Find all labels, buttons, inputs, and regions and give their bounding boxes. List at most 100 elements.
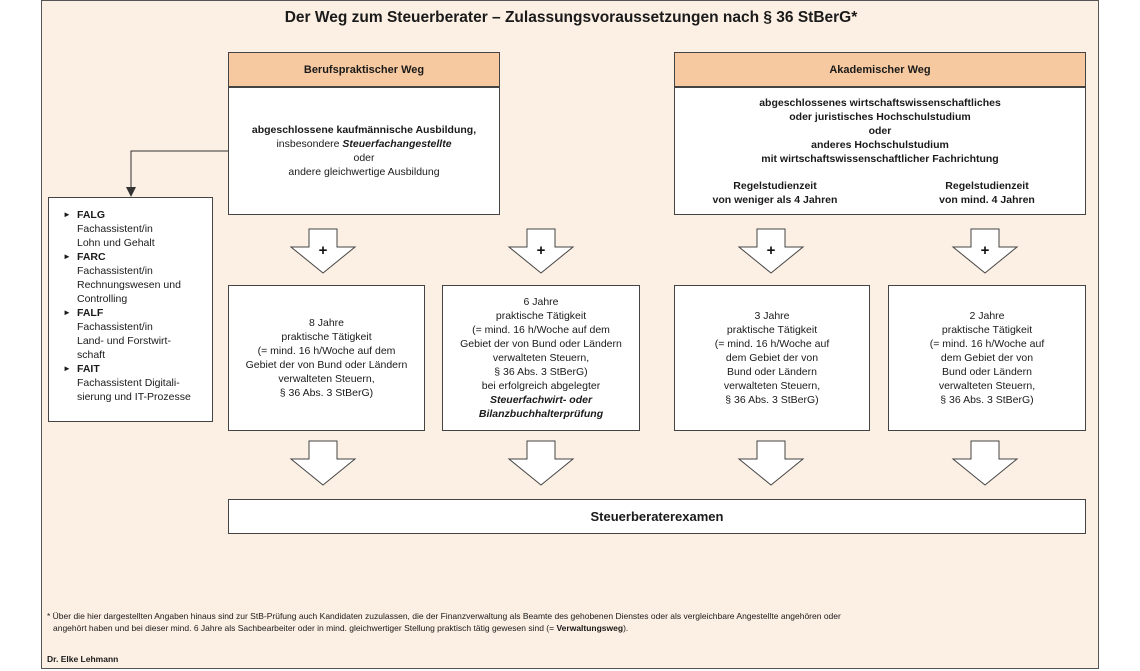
sidebar-item-line: Lohn und Gehalt: [77, 237, 155, 249]
sidebar-item-code: FARC: [77, 251, 106, 263]
requirement-line: praktische Tätigkeit: [495, 310, 587, 322]
diagram-title: Der Weg zum Steuerberater – Zulassungsvo…: [284, 9, 858, 26]
sidebar-item-text: FAIT Fachassistent Digitali- sierung und…: [77, 362, 191, 404]
left-path-emphasis: Steuerfachangestellte: [342, 138, 452, 150]
sidebar-item-code: FALG: [77, 209, 105, 221]
footnote-line1: * Über die hier dargestellten Angaben hi…: [47, 611, 841, 621]
sidebar-item-code: FAIT: [77, 363, 100, 375]
right-path-desc-line: abgeschlossenes wirtschaftswissenschaftl…: [759, 97, 1001, 109]
requirement-line: (= mind. 16 h/Woche auf dem: [472, 324, 610, 336]
requirement-line: (= mind. 16 h/Woche auf: [714, 338, 830, 350]
requirement-box-8-years: 8 Jahre praktische Tätigkeit (= mind. 16…: [228, 285, 425, 431]
sidebar-item-line: Fachassistent/in: [77, 265, 153, 277]
diagram-frame: Der Weg zum Steuerberater – Zulassungsvo…: [41, 0, 1099, 669]
requirement-line: verwalteten Steuern,: [723, 380, 821, 392]
requirement-line: dem Gebiet der von: [725, 352, 819, 364]
study-duration-long: Regelstudienzeit von mind. 4 Jahren: [887, 179, 1087, 207]
requirement-line: Bund oder Ländern: [727, 366, 817, 378]
requirement-line: 8 Jahre: [308, 317, 345, 329]
plus-arrow-icon: +: [507, 228, 575, 274]
sidebar-item-farc: ► FARC Fachassistent/in Rechnungswesen u…: [63, 250, 208, 306]
requirement-line: bei erfolgreich abgelegter: [481, 380, 601, 392]
sidebar-item-text: FALG Fachassistent/in Lohn und Gehalt: [77, 208, 155, 250]
requirement-line: § 36 Abs. 3 StBerG): [940, 394, 1034, 406]
left-path-description: abgeschlossene kaufmännische Ausbildung,…: [228, 87, 500, 215]
requirement-line: Gebiet der von Bund oder Ländern: [245, 359, 408, 371]
plus-symbol: +: [319, 242, 328, 259]
requirement-line: verwalteten Steuern,: [938, 380, 1036, 392]
exam-box: Steuerberaterexamen: [228, 499, 1086, 534]
plus-symbol: +: [767, 242, 776, 259]
sidebar-item-code: FALF: [77, 307, 104, 319]
down-arrow-icon: [289, 440, 357, 486]
sidebar-item-falf: ► FALF Fachassistent/in Land- und Forstw…: [63, 306, 208, 362]
sidebar-item-text: FALF Fachassistent/in Land- und Forstwir…: [77, 306, 171, 362]
sidebar-item-line: Fachassistent/in: [77, 321, 153, 333]
sidebar-item-line: Fachassistent/in: [77, 223, 153, 235]
sidebar-item-line: Rechnungswesen und: [77, 279, 181, 291]
requirement-emphasis-line: Steuerfachwirt- oder: [489, 394, 593, 406]
requirement-line: § 36 Abs. 3 StBerG): [725, 394, 819, 406]
requirement-line: (= mind. 16 h/Woche auf: [929, 338, 1045, 350]
footnote-line2-suffix: ).: [623, 623, 629, 633]
requirement-line: Gebiet der von Bund oder Ländern: [460, 338, 622, 350]
plus-arrow-icon: +: [951, 228, 1019, 274]
sidebar-item-line: sierung und IT-Prozesse: [77, 391, 191, 403]
requirement-box-3-years: 3 Jahre praktische Tätigkeit (= mind. 16…: [674, 285, 870, 431]
sidebar-qualifications: ► FALG Fachassistent/in Lohn und Gehalt …: [48, 197, 213, 422]
bullet-triangle-icon: ►: [63, 252, 71, 261]
requirement-line: verwalteten Steuern,: [492, 352, 590, 364]
study-duration-short: Regelstudienzeit von weniger als 4 Jahre…: [675, 179, 875, 207]
requirement-line: praktische Tätigkeit: [726, 324, 818, 336]
bullet-triangle-icon: ►: [63, 210, 71, 219]
footnote-emphasis: Verwaltungsweg: [556, 623, 624, 633]
sidebar-item-line: Controlling: [77, 293, 128, 305]
right-path-desc-line: mit wirtschaftswissenschaftlicher Fachri…: [761, 153, 999, 165]
requirement-line: praktische Tätigkeit: [281, 331, 372, 343]
requirement-box-2-years: 2 Jahre praktische Tätigkeit (= mind. 16…: [888, 285, 1086, 431]
left-path-line2: insbesondere Steuerfachangestellte: [276, 137, 451, 151]
down-arrow-icon: [951, 440, 1019, 486]
plus-symbol: +: [537, 242, 546, 259]
footnote-line2: angehört haben und bei dieser mind. 6 Ja…: [47, 622, 1087, 634]
sidebar-item-line: Land- und Forstwirt-: [77, 335, 171, 347]
requirement-line: praktische Tätigkeit: [941, 324, 1033, 336]
footnote: * Über die hier dargestellten Angaben hi…: [47, 610, 1087, 634]
plus-symbol: +: [981, 242, 990, 259]
right-path-desc-line: oder juristisches Hochschulstudium: [789, 111, 971, 123]
left-path-line2-prefix: insbesondere: [276, 138, 340, 150]
right-path-description: abgeschlossenes wirtschaftswissenschaftl…: [674, 87, 1086, 215]
study-short-line1: Regelstudienzeit: [733, 180, 817, 192]
study-short-line2: von weniger als 4 Jahren: [712, 194, 838, 206]
study-long-line2: von mind. 4 Jahren: [939, 194, 1035, 206]
requirement-line: § 36 Abs. 3 StBerG): [279, 387, 374, 399]
down-arrow-icon: [737, 440, 805, 486]
right-path-desc-line: oder: [868, 125, 892, 137]
bullet-triangle-icon: ►: [63, 308, 71, 317]
requirement-line: dem Gebiet der von: [940, 352, 1034, 364]
plus-arrow-icon: +: [737, 228, 805, 274]
down-arrow-icon: [507, 440, 575, 486]
connector-arrow-to-sidebar: [126, 150, 228, 197]
left-path-line1: abgeschlossene kaufmännische Ausbildung,: [251, 124, 477, 136]
requirement-line: Bund oder Ländern: [942, 366, 1032, 378]
left-path-header: Berufspraktischer Weg: [228, 52, 500, 87]
requirement-line: § 36 Abs. 3 StBerG): [494, 366, 588, 378]
plus-arrow-icon: +: [289, 228, 357, 274]
sidebar-item-line: Fachassistent Digitali-: [77, 377, 180, 389]
left-path-line4: andere gleichwertige Ausbildung: [288, 166, 440, 178]
footnote-line2-prefix: angehört haben und bei dieser mind. 6 Ja…: [53, 623, 555, 633]
sidebar-item-falg: ► FALG Fachassistent/in Lohn und Gehalt: [63, 208, 208, 250]
right-path-desc-lines: abgeschlossenes wirtschaftswissenschaftl…: [675, 96, 1085, 166]
study-long-line1: Regelstudienzeit: [945, 180, 1029, 192]
bullet-triangle-icon: ►: [63, 364, 71, 373]
requirement-box-6-years: 6 Jahre praktische Tätigkeit (= mind. 16…: [442, 285, 640, 431]
right-path-header: Akademischer Weg: [674, 52, 1086, 87]
author-credit: Dr. Elke Lehmann: [47, 654, 119, 664]
requirement-line: 3 Jahre: [754, 310, 790, 322]
sidebar-item-line: schaft: [77, 349, 106, 361]
requirement-line: 6 Jahre: [523, 296, 559, 308]
requirement-line: (= mind. 16 h/Woche auf dem: [257, 345, 396, 357]
requirement-line: 2 Jahre: [969, 310, 1005, 322]
sidebar-item-fait: ► FAIT Fachassistent Digitali- sierung u…: [63, 362, 208, 404]
